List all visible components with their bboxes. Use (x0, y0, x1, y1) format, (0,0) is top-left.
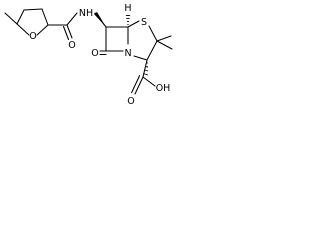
thf-ring-bond (36, 24, 49, 36)
sulfur-label: S (141, 17, 147, 28)
carboxyl-double-bond (134, 76, 144, 95)
amide-nh-label: NH (79, 8, 93, 19)
thf-ring-bond (41, 8, 49, 26)
thiazolidine-ring-bond (127, 20, 140, 28)
thiazolidine-ring-bond (148, 25, 158, 42)
bridgehead-hydrogen-label: H (124, 3, 131, 14)
carboxyl-oxygen-label: O (127, 96, 134, 107)
amide-carbonyl-double-bond (66, 24, 73, 39)
amide-oxygen-label: O (68, 40, 75, 51)
carboxyl-double-bond (131, 75, 141, 94)
chemical-structure-diagram: O NH O H S N O OH O (4, 3, 173, 107)
thf-ring-bond (16, 23, 30, 36)
thiazolidine-ring-bond (146, 40, 158, 61)
lactam-nitrogen-label: N (124, 48, 131, 59)
carboxyl-oh-label: OH (156, 83, 171, 94)
gem-methyl-bond (156, 40, 173, 50)
gem-methyl-bond (156, 35, 172, 42)
thf-ring-bond (23, 8, 43, 11)
amide-carbonyl-double-bond (62, 25, 70, 41)
ring-oxygen-label: O (29, 31, 36, 42)
stereo-hash-bond (125, 15, 131, 25)
thiazolidine-ring-bond (133, 55, 148, 61)
amide-c-n-bond (66, 12, 78, 26)
methyl-bond (4, 12, 18, 25)
stereo-wedge-bond (94, 12, 106, 27)
lactam-oxygen-label: O (91, 48, 98, 59)
thf-ring-bond (16, 9, 25, 25)
stereo-hash-bond (143, 62, 149, 76)
carboxyl-c-o-bond (142, 76, 156, 87)
